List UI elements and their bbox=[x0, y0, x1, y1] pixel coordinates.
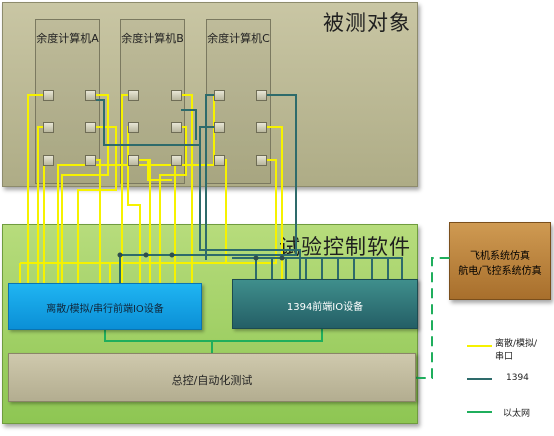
node-c-3 bbox=[214, 122, 225, 133]
node-c-2 bbox=[256, 90, 267, 101]
node-b-3 bbox=[128, 122, 139, 133]
legend-ethernet-label: 以太网 bbox=[503, 409, 531, 419]
node-b-5 bbox=[128, 155, 139, 166]
junction-dot bbox=[253, 255, 259, 261]
computer-a-label: 余度计算机A bbox=[36, 32, 99, 45]
computer-b-label: 余度计算机B bbox=[121, 32, 184, 45]
node-b-2 bbox=[171, 90, 182, 101]
node-c-1 bbox=[214, 90, 225, 101]
node-c-6 bbox=[256, 155, 267, 166]
node-c-5 bbox=[214, 155, 225, 166]
serial-wire bbox=[174, 159, 181, 283]
serial-wire bbox=[147, 160, 172, 181]
sim-line1: 飞机系统仿真 bbox=[470, 251, 530, 262]
serial-wire bbox=[226, 159, 277, 264]
junction-dot bbox=[117, 252, 123, 258]
junction-dot bbox=[169, 252, 175, 258]
serial-wire bbox=[159, 126, 187, 283]
io-1394-label: 1394前端IO设备 bbox=[286, 302, 364, 313]
node-a-5 bbox=[43, 155, 54, 166]
serial-wire bbox=[96, 159, 101, 283]
node-c-4 bbox=[256, 122, 267, 133]
dut-title: 被测对象 bbox=[323, 11, 411, 35]
node-b-6 bbox=[171, 155, 182, 166]
serial-wire bbox=[266, 126, 283, 283]
serial-wire bbox=[127, 126, 141, 283]
master-control-box: 总控/自动化测试 bbox=[8, 353, 416, 402]
node-a-3 bbox=[43, 122, 54, 133]
discrete-io-label: 离散/模拟/串行前端IO设备 bbox=[46, 304, 164, 315]
bus1394-wire bbox=[232, 257, 403, 279]
discrete-io-device: 离散/模拟/串行前端IO设备 bbox=[8, 283, 202, 330]
node-b-1 bbox=[128, 90, 139, 101]
node-a-2 bbox=[85, 90, 96, 101]
legend-serial-line2: 串口 bbox=[495, 352, 514, 362]
junction-dot bbox=[143, 252, 149, 258]
node-a-4 bbox=[85, 122, 96, 133]
serial-wire bbox=[43, 159, 48, 283]
junction-dot bbox=[279, 255, 285, 261]
bus1394-wire bbox=[96, 99, 200, 146]
master-control-label: 总控/自动化测试 bbox=[171, 374, 253, 387]
legend-1394-label: 1394 bbox=[506, 373, 529, 383]
serial-wire bbox=[27, 94, 48, 283]
bus1394-wire bbox=[205, 94, 219, 260]
serial-wire bbox=[77, 126, 117, 283]
sim-line2: 航电/飞控系统仿真 bbox=[458, 266, 542, 277]
ethernet-wire bbox=[104, 329, 323, 342]
aircraft-sim-box: 飞机系统仿真 航电/飞控系统仿真 bbox=[449, 222, 551, 300]
bus1394-wire bbox=[181, 109, 197, 140]
node-b-4 bbox=[171, 122, 182, 133]
legend-serial-label: 离散/模拟/ 串口 bbox=[495, 336, 537, 362]
io-1394-device: 1394前端IO设备 bbox=[232, 279, 418, 329]
serial-wire bbox=[181, 94, 193, 283]
node-a-1 bbox=[43, 90, 54, 101]
legend-serial-line1: 离散/模拟/ bbox=[495, 339, 538, 349]
bus1394-wire bbox=[119, 94, 297, 283]
computer-c-label: 余度计算机C bbox=[207, 32, 270, 45]
node-a-6 bbox=[85, 155, 96, 166]
serial-wire bbox=[61, 94, 109, 283]
